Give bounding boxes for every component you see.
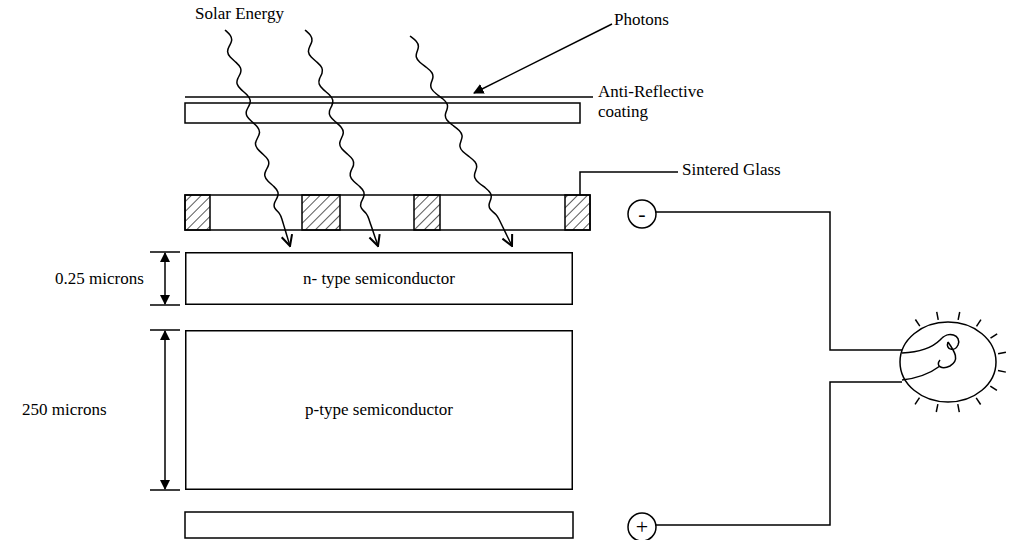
light-ray bbox=[915, 398, 919, 405]
light-ray bbox=[936, 404, 938, 412]
back-contact bbox=[185, 512, 573, 538]
cover-plate bbox=[185, 103, 580, 123]
callout-label: Sintered Glass bbox=[682, 160, 781, 180]
hatch-block bbox=[302, 195, 340, 230]
coating-line bbox=[185, 96, 593, 98]
dimension-label: 250 microns bbox=[22, 400, 107, 420]
callout-label: Anti-Reflective coating bbox=[598, 82, 710, 121]
negative-terminal: - bbox=[627, 199, 657, 229]
light-ray bbox=[976, 398, 980, 405]
hatch-block bbox=[565, 195, 590, 230]
wire bbox=[653, 382, 902, 525]
dimension-tick bbox=[150, 489, 180, 491]
light-ray bbox=[958, 404, 960, 412]
hatch-block bbox=[185, 195, 210, 230]
light-ray bbox=[998, 371, 1006, 373]
light-bulb bbox=[900, 322, 996, 402]
leader-line bbox=[580, 172, 678, 195]
node-text: - bbox=[638, 203, 645, 225]
dimension-tick bbox=[150, 329, 180, 331]
dimension-arrow bbox=[164, 253, 166, 304]
photon-ray bbox=[410, 36, 512, 246]
light-ray bbox=[976, 320, 980, 327]
dimension-label: 0.25 microns bbox=[55, 269, 144, 289]
hatch-block bbox=[414, 195, 440, 230]
photon-ray bbox=[305, 30, 378, 246]
light-rays bbox=[915, 312, 1006, 412]
light-ray bbox=[958, 312, 960, 320]
node-text: p-type semiconductor bbox=[305, 400, 453, 420]
dimension-arrow bbox=[164, 331, 166, 489]
light-ray bbox=[937, 312, 939, 320]
n-type-layer: n- type semiconductor bbox=[185, 252, 573, 305]
p-type-layer: p-type semiconductor bbox=[185, 330, 573, 490]
light-ray bbox=[991, 334, 998, 338]
node-text: + bbox=[636, 516, 648, 538]
filament bbox=[902, 335, 959, 380]
node-text: n- type semiconductor bbox=[303, 269, 455, 289]
light-ray bbox=[990, 386, 997, 390]
wire bbox=[653, 212, 902, 350]
light-ray bbox=[998, 352, 1006, 354]
light-ray bbox=[915, 319, 919, 326]
dimension-tick bbox=[150, 304, 180, 306]
caption-label: Solar Energy bbox=[195, 4, 284, 24]
photon-ray bbox=[225, 30, 290, 246]
leader-line bbox=[474, 24, 612, 93]
positive-terminal: + bbox=[627, 512, 657, 540]
photon-rays bbox=[225, 30, 512, 246]
sintered-glass bbox=[185, 195, 590, 230]
callout-label: Photons bbox=[614, 10, 669, 30]
dimension-tick bbox=[150, 251, 180, 253]
